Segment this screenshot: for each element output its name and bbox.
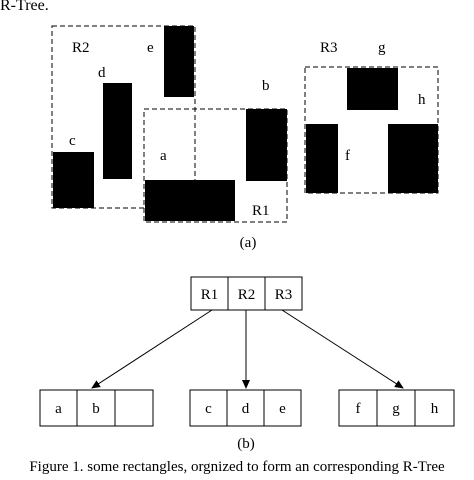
group-label-r3: R3 <box>320 40 338 56</box>
leaf-node-r2 <box>189 389 302 427</box>
leaf-entry-d: d <box>242 401 250 417</box>
rect-g <box>347 68 398 110</box>
rect-a <box>145 180 235 221</box>
rect-d <box>103 83 132 179</box>
leaf-entry-f: f <box>356 401 361 417</box>
group-r2-box <box>51 25 196 209</box>
rect-label-h: h <box>418 92 426 108</box>
leaf-entry-b: b <box>92 401 100 417</box>
leaf-entry-g: g <box>392 401 400 417</box>
arrow-r3 <box>281 309 404 389</box>
root-entry-r2: R2 <box>238 287 256 303</box>
rect-label-f: f <box>345 148 350 164</box>
rect-e <box>164 26 194 97</box>
rect-label-c: c <box>69 133 76 149</box>
rect-c <box>53 152 94 208</box>
header-fragment: R-Tree. <box>0 0 49 14</box>
rect-label-d: d <box>98 65 106 81</box>
rect-label-e: e <box>147 40 154 56</box>
rect-h <box>388 124 438 193</box>
arrow-r1 <box>91 309 213 389</box>
panel-b: R1 R2 R3 a b c d e f g h (b) <box>39 276 455 452</box>
group-label-r1: R1 <box>252 203 270 219</box>
figure-caption: Figure 1. some rectangles, orgnized to f… <box>29 459 445 475</box>
rect-label-b: b <box>262 78 270 94</box>
panel-b-label: (b) <box>237 436 255 452</box>
rect-label-a: a <box>160 148 167 164</box>
panel-a-label: (a) <box>240 235 257 251</box>
rect-f <box>306 124 338 193</box>
rect-label-g: g <box>378 40 386 56</box>
root-entry-r3: R3 <box>275 287 293 303</box>
leaf-entry-h: h <box>431 401 439 417</box>
leaf-node-r3 <box>338 389 455 427</box>
panel-a: R2 R1 R3 a b c d e f g h (a) <box>51 25 439 251</box>
leaf-entry-c: c <box>205 401 212 417</box>
group-label-r2: R2 <box>72 40 90 56</box>
root-entry-r1: R1 <box>201 287 219 303</box>
leaf-node-r1 <box>39 389 154 427</box>
rect-b <box>246 109 287 181</box>
leaf-entry-e: e <box>279 401 286 417</box>
leaf-entry-a: a <box>55 401 62 417</box>
